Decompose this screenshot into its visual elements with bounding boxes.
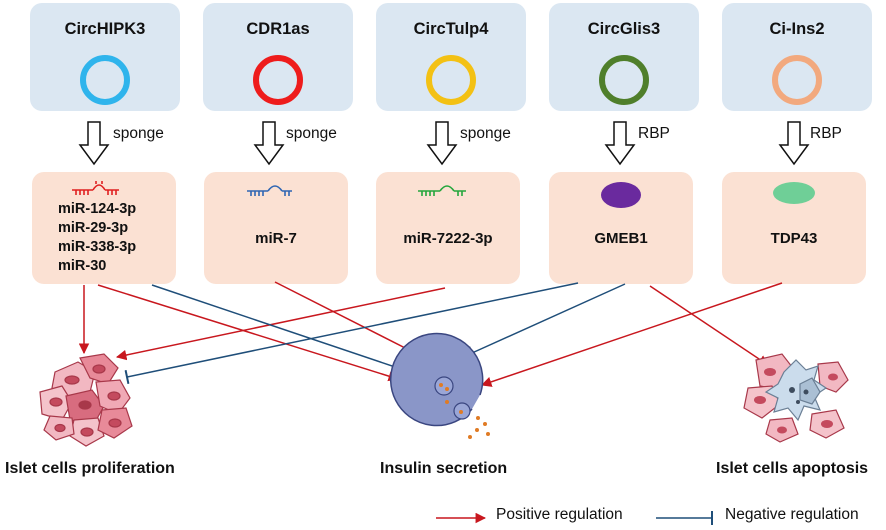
circrna-box-ci-ins2: Ci-Ins2 <box>722 3 872 111</box>
positive-arrow <box>274 281 418 355</box>
circrna-ring-icon <box>599 55 649 105</box>
circrna-ring-icon <box>253 55 303 105</box>
protein-oval-icon <box>601 182 641 208</box>
legend-positive-label: Positive regulation <box>496 506 623 523</box>
circrna-box-circtulp4: CircTulp4 <box>376 3 526 111</box>
mirna-item: miR-124-3p <box>58 201 137 217</box>
circrna-name: CircTulp4 <box>413 20 489 38</box>
relation-label: sponge <box>460 125 511 142</box>
circrna-ring-icon <box>772 55 822 105</box>
apoptotic-islet-cells-icon <box>743 353 849 443</box>
circrna-box-cdr1as: CDR1as <box>203 3 353 111</box>
target-box-mirna-cluster: miR-124-3p miR-29-3p miR-338-3p miR-30 <box>32 172 176 284</box>
proliferating-islet-cells-icon <box>39 353 133 447</box>
legend-negative-label: Negative regulation <box>725 506 859 523</box>
mirna-item: miR-338-3p <box>58 239 137 255</box>
mirna-hairpin-icon <box>72 181 119 195</box>
protein-oval-icon <box>773 182 815 204</box>
positive-arrow <box>481 282 783 387</box>
target-label: miR-7 <box>255 230 297 247</box>
circrna-ring-icon <box>80 55 130 105</box>
target-label: miR-7222-3p <box>403 230 493 247</box>
mirna-item: miR-29-3p <box>58 220 129 236</box>
relation-label: RBP <box>810 125 842 142</box>
relation-label: RBP <box>638 125 670 142</box>
circrna-box-circhipk3: CircHIPK3 <box>30 3 180 111</box>
down-arrow-icon <box>78 121 110 166</box>
circrna-ring-icon <box>426 55 476 105</box>
down-arrow-icon <box>426 121 458 166</box>
positive-arrow <box>649 285 769 366</box>
target-label: GMEB1 <box>594 230 648 247</box>
outcome-proliferation: Islet cells proliferation <box>5 460 175 477</box>
circrna-box-circglis3: CircGlis3 <box>549 3 699 111</box>
outcome-apoptosis: Islet cells apoptosis <box>716 460 869 477</box>
circrna-name: Ci-Ins2 <box>769 20 825 38</box>
down-arrow-icon <box>778 121 810 166</box>
relation-label: sponge <box>286 125 337 142</box>
circrna-name: CircGlis3 <box>587 20 661 38</box>
target-box-mir-7222-3p: miR-7222-3p <box>376 172 520 284</box>
mirna-item: miR-30 <box>58 258 107 274</box>
down-arrow-icon <box>253 121 285 166</box>
mirna-hairpin-icon <box>418 185 466 196</box>
positive-arrow <box>97 284 400 382</box>
target-label: TDP43 <box>770 230 818 247</box>
down-arrow-icon <box>604 121 636 166</box>
mirna-list: miR-124-3p miR-29-3p miR-338-3p miR-30 <box>58 200 136 276</box>
positive-arrow <box>115 287 446 361</box>
relation-label: sponge <box>113 125 164 142</box>
target-box-mir-7: miR-7 <box>204 172 348 284</box>
negative-inhibition <box>151 284 408 377</box>
negative-inhibition <box>468 283 626 360</box>
negative-inhibition <box>124 282 579 385</box>
circrna-name: CircHIPK3 <box>64 20 146 38</box>
circrna-name: CDR1as <box>246 20 310 38</box>
beta-cell-secretion-icon <box>389 332 490 439</box>
outcome-insulin-secretion: Insulin secretion <box>380 460 508 477</box>
mirna-hairpin-icon <box>247 185 292 196</box>
